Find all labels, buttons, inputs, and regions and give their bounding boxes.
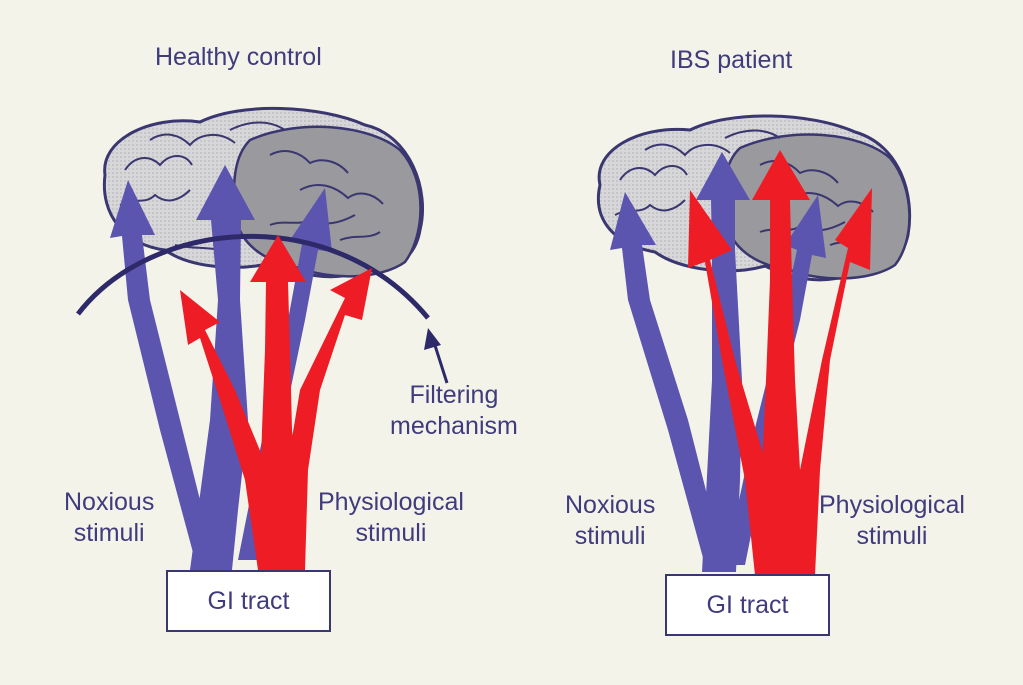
right-physiological-line1: Physiological [819, 491, 965, 519]
left-noxious-line2: stimuli [73, 519, 145, 547]
right-physiological-label: Physiological stimuli [819, 490, 965, 552]
filter-arc [76, 234, 430, 320]
right-noxious-line2: stimuli [574, 522, 646, 550]
left-physiological-arrows [180, 235, 372, 570]
filtering-mechanism-label: Filtering mechanism [390, 380, 518, 442]
right-gi-tract-label: GI tract [706, 590, 789, 619]
right-panel-title: IBS patient [670, 46, 793, 74]
right-noxious-line1: Noxious [565, 491, 656, 519]
left-brain-icon [102, 106, 425, 279]
left-physiological-label: Physiological stimuli [318, 487, 464, 549]
left-noxious-line1: Noxious [64, 488, 155, 516]
left-gi-tract-box: GI tract [166, 570, 331, 632]
right-physiological-line2: stimuli [856, 522, 928, 550]
filtering-label-line1: Filtering [409, 381, 499, 409]
pointer-arrow-icon [424, 328, 449, 384]
left-gi-tract-label: GI tract [207, 586, 290, 615]
left-noxious-label: Noxious stimuli [64, 487, 154, 549]
left-panel-title: Healthy control [155, 43, 322, 71]
left-physiological-line2: stimuli [355, 519, 427, 547]
filtering-label-line2: mechanism [390, 412, 518, 440]
left-physiological-line1: Physiological [318, 488, 464, 516]
right-noxious-label: Noxious stimuli [565, 490, 655, 552]
right-physiological-arrows [688, 150, 872, 575]
right-gi-tract-box: GI tract [665, 574, 830, 636]
